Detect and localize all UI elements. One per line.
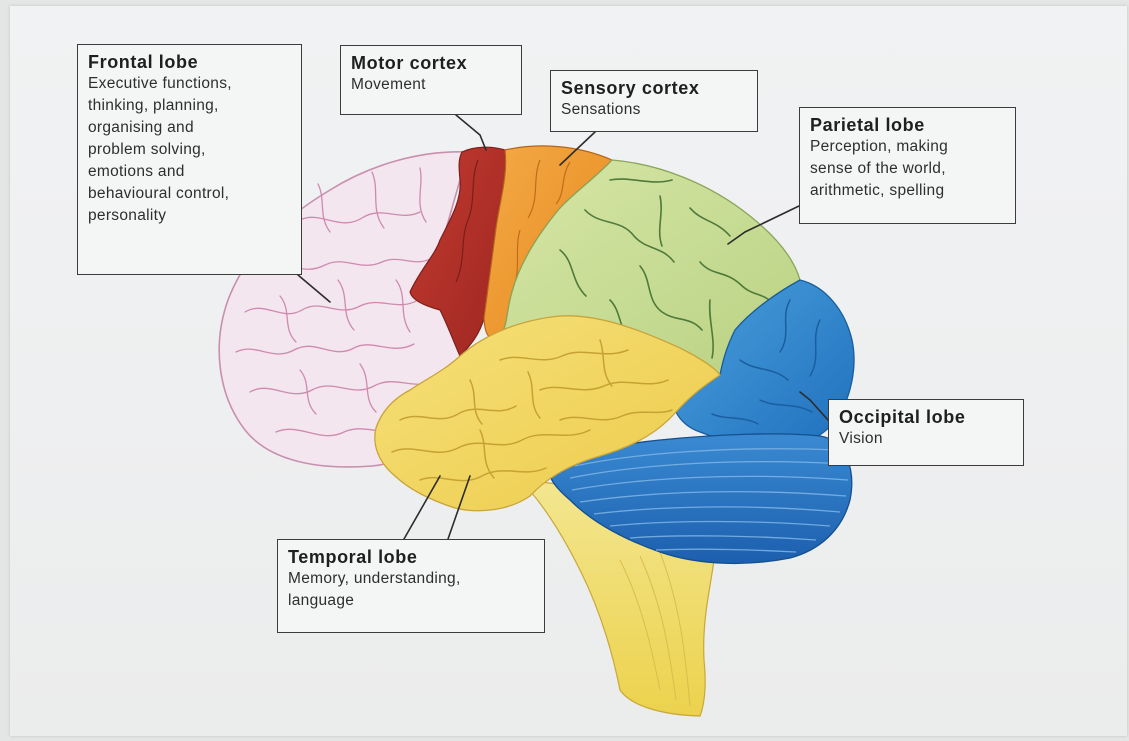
motor-cortex-title: Motor cortex xyxy=(351,52,513,74)
motor-cortex-description: Movement xyxy=(351,74,513,96)
parietal-lobe-title: Parietal lobe xyxy=(810,114,1007,136)
occipital-lobe-description: Vision xyxy=(839,428,1015,450)
parietal-lobe-description: Perception, making sense of the world, a… xyxy=(810,136,1007,202)
motor-cortex-label-box: Motor cortex Movement xyxy=(340,45,522,115)
frontal-lobe-label-box: Frontal lobe Executive functions, thinki… xyxy=(77,44,302,275)
sensory-cortex-title: Sensory cortex xyxy=(561,77,749,99)
motor-pointer xyxy=(456,115,486,150)
sensory-cortex-label-box: Sensory cortex Sensations xyxy=(550,70,758,132)
frontal-lobe-title: Frontal lobe xyxy=(88,51,293,73)
temporal-lobe-title: Temporal lobe xyxy=(288,546,536,568)
sensory-cortex-description: Sensations xyxy=(561,99,749,121)
occipital-lobe-title: Occipital lobe xyxy=(839,406,1015,428)
temporal-lobe-description: Memory, understanding, language xyxy=(288,568,536,612)
occipital-lobe-label-box: Occipital lobe Vision xyxy=(828,399,1024,466)
parietal-lobe-label-box: Parietal lobe Perception, making sense o… xyxy=(799,107,1016,224)
frontal-lobe-description: Executive functions, thinking, planning,… xyxy=(88,73,293,227)
temporal-lobe-label-box: Temporal lobe Memory, understanding, lan… xyxy=(277,539,545,633)
